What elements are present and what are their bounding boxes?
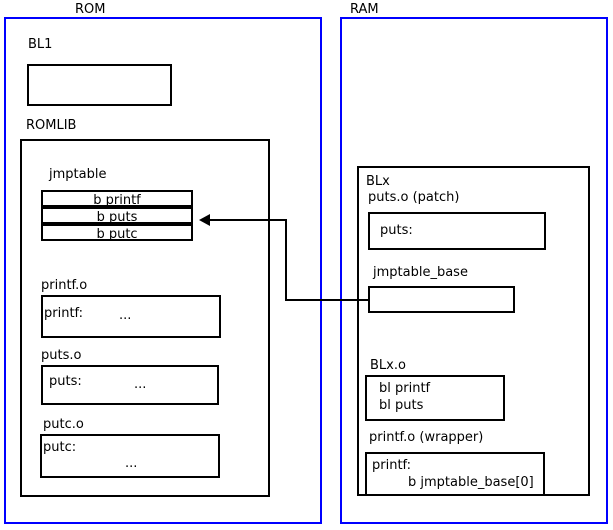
puts-patch-box: puts:: [368, 212, 546, 250]
connector-segment-top: [209, 219, 287, 221]
printf-wrapper-box: printf: b jmptable_base[0]: [365, 452, 545, 496]
connector-segment-vertical: [285, 219, 287, 301]
bl1-label: BL1: [28, 37, 53, 52]
putc-o-label: putc.o: [43, 417, 84, 432]
printf-o-symbol: printf:: [44, 306, 84, 321]
blx-o-label: BLx.o: [370, 358, 406, 373]
rom-region-label: ROM: [75, 2, 106, 17]
blx-o-line-1: bl printf: [379, 381, 431, 396]
connector-segment-bottom: [285, 299, 370, 301]
blx-o-line-2: bl puts: [379, 398, 424, 413]
jmptable-label: jmptable: [49, 167, 107, 182]
blx-label: BLx: [366, 174, 390, 189]
puts-patch-symbol: puts:: [380, 223, 413, 238]
puts-patch-label: puts.o (patch): [368, 190, 460, 205]
printf-o-box: printf: ...: [41, 295, 221, 338]
connector-arrowhead-icon: [199, 214, 210, 226]
jmptable-entry-1: b puts: [41, 207, 193, 225]
bl1-box: [27, 64, 172, 106]
ram-region-label: RAM: [350, 2, 379, 17]
puts-o-box: puts: ...: [41, 365, 219, 405]
putc-o-ellipsis: ...: [125, 456, 138, 471]
printf-wrapper-instruction: b jmptable_base[0]: [408, 475, 534, 490]
printf-o-ellipsis: ...: [119, 308, 132, 323]
jmptable-entry-0: b printf: [41, 190, 193, 208]
putc-o-box: putc: ...: [40, 434, 220, 478]
puts-o-label: puts.o: [41, 348, 82, 363]
printf-wrapper-symbol: printf:: [372, 458, 412, 473]
blx-o-box: bl printf bl puts: [365, 375, 505, 421]
jmptable-base-box: [368, 286, 515, 313]
printf-wrapper-label: printf.o (wrapper): [369, 430, 484, 445]
puts-o-symbol: puts:: [49, 374, 82, 389]
puts-o-ellipsis: ...: [134, 377, 147, 392]
jmptable-base-label: jmptable_base: [373, 265, 468, 280]
romlib-label: ROMLIB: [26, 118, 77, 133]
printf-o-label: printf.o: [41, 278, 88, 293]
jmptable-entry-2: b putc: [41, 224, 193, 242]
putc-o-symbol: putc:: [43, 440, 77, 455]
